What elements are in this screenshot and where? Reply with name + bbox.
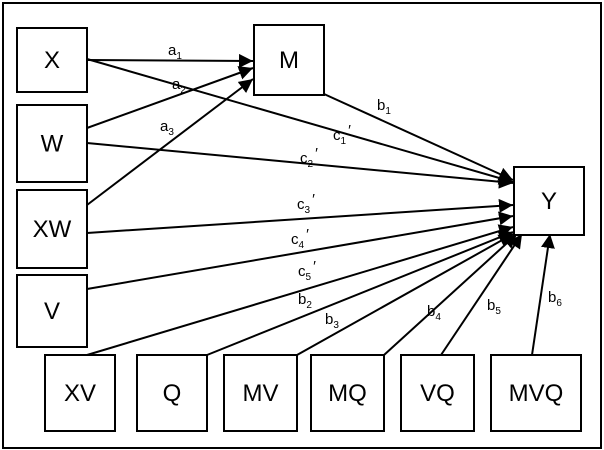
edge-arrow-xw-m [86,78,254,206]
node-box-m [253,24,325,96]
edge-arrow-v-y [86,211,514,290]
node-mq: MQ [310,354,385,432]
node-label-q: Q [163,380,182,407]
edge-arrow-xw-y [86,198,514,234]
edge-arrow-m-y [323,93,514,181]
edge-label-x-y: c1′ [333,122,351,147]
node-box-y [513,166,585,236]
edge-q-y [206,230,514,356]
node-box-vq [400,354,475,432]
node-box-x [16,27,88,93]
node-label-m: M [279,47,299,74]
edge-arrow-vq-y [440,233,523,356]
node-box-mvq [490,354,582,432]
edge-mv-y [296,233,514,356]
node-xw: XW [16,189,88,269]
node-x: X [16,27,88,93]
node-label-y: Y [541,188,557,215]
edge-label-xw-y: c3′ [297,191,315,216]
edge-w-m [86,66,254,129]
node-box-mq [310,354,385,432]
edge-label-vq-y: b5 [487,297,501,317]
node-box-xv [44,354,116,432]
edge-label-v-y: c4′ [291,226,309,251]
edge-xw-y [86,198,514,234]
edge-m-y [323,93,514,181]
node-label-xv: XV [64,380,96,407]
edge-label-m-y: b1 [377,97,391,117]
node-label-vq: VQ [420,380,455,407]
edge-label-xw-m: a3 [160,118,174,138]
node-vq: VQ [400,354,475,432]
edge-label-mv-y: b3 [325,311,339,331]
node-w: W [16,104,88,183]
edge-arrow-w-y [86,142,514,189]
edge-arrow-x-m [86,53,254,68]
edge-label-w-m: a2 [172,76,186,96]
edge-arrow-xv-y [86,224,514,356]
edge-label-xv-y: c5′ [298,258,316,283]
node-m: M [253,24,325,96]
node-box-mv [223,354,298,432]
edge-xw-m [86,78,254,206]
node-label-mq: MQ [328,380,367,407]
node-xv: XV [44,354,116,432]
edge-arrow-mvq-y [531,233,555,356]
edge-w-y [86,142,514,189]
node-y: Y [513,166,585,236]
edge-arrow-mv-y [296,233,514,356]
node-label-mv: MV [243,380,279,407]
node-box-q [136,354,208,432]
node-label-w: W [41,131,64,158]
node-mv: MV [223,354,298,432]
node-mvq: MVQ [490,354,582,432]
edge-arrow-mq-y [383,233,518,356]
node-label-v: V [44,298,60,325]
edge-mq-y [383,233,518,356]
edge-label-q-y: b2 [298,291,312,311]
node-box-xw [16,189,88,269]
edge-x-y [86,58,514,185]
node-label-xw: XW [33,216,72,243]
edge-mvq-y [531,233,555,356]
edge-label-x-m: a1 [168,42,182,62]
edge-x-m [86,53,254,68]
edge-arrow-x-y [86,58,514,185]
node-v: V [16,274,88,348]
edge-label-mq-y: b4 [427,303,441,323]
node-label-x: X [44,47,60,74]
node-label-mvq: MVQ [509,380,564,407]
node-box-v [16,274,88,348]
edge-v-y [86,211,514,290]
edge-arrow-q-y [206,230,514,356]
edge-label-mvq-y: b6 [548,289,562,309]
node-box-w [16,104,88,183]
edge-label-w-y: c2′ [300,145,318,170]
edge-arrow-w-m [86,66,254,129]
node-q: Q [136,354,208,432]
edge-vq-y [440,233,523,356]
edge-xv-y [86,224,514,356]
